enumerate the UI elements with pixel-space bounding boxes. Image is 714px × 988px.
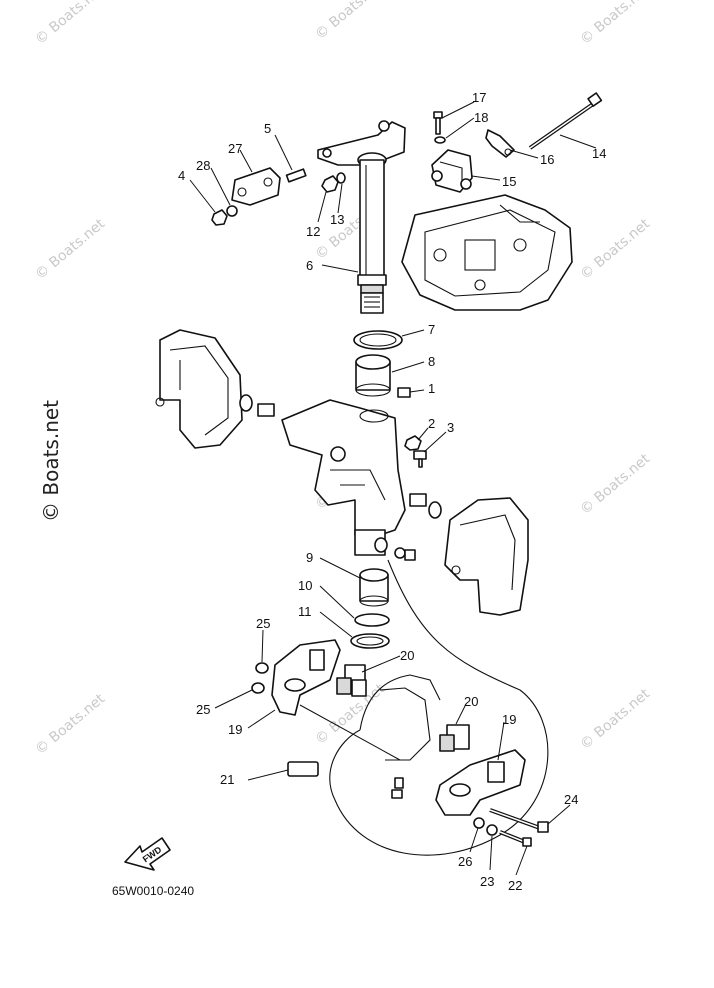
callout-15: 15: [502, 174, 516, 189]
callout-19-right: 19: [502, 712, 516, 727]
o-ring-10: [354, 613, 390, 627]
callout-5: 5: [264, 121, 271, 136]
bushing-8: [355, 354, 391, 397]
diagram-code: 65W0010-0240: [112, 884, 194, 898]
bolt-24: [489, 808, 549, 833]
nut-2: [404, 435, 422, 451]
callout-20-left: 20: [400, 648, 414, 663]
watermarks: © Boats.net © Boats.net © Boats.net © Bo…: [32, 0, 653, 758]
watermark-text: © Boats.net: [32, 0, 108, 48]
stud-bolt-5: [285, 168, 307, 183]
clip-16: [485, 129, 515, 158]
washer-13: [336, 172, 346, 184]
callout-12: 12: [306, 224, 320, 239]
bushing-left: [257, 403, 275, 417]
long-bolt-14: [528, 92, 603, 150]
watermark-text: © Boats.net: [577, 686, 653, 753]
washer-23: [486, 824, 498, 836]
clamp-bracket-right: [444, 497, 529, 616]
callout-14: 14: [592, 146, 606, 161]
bottom-cowling-plate: [401, 194, 573, 311]
callout-28: 28: [196, 158, 210, 173]
bushing-25-bottom: [251, 682, 265, 694]
washer-26: [473, 817, 485, 829]
watermark-text: © Boats.net: [312, 0, 388, 43]
mount-19-left: [271, 639, 341, 716]
callout-6: 6: [306, 258, 313, 273]
small-bolt: [394, 777, 404, 789]
watermark-text: © Boats.net: [32, 216, 108, 283]
callout-22: 22: [508, 878, 522, 893]
bracket-15: [431, 149, 473, 193]
bolt-3: [413, 450, 427, 468]
callout-13: 13: [330, 212, 344, 227]
nut-4: [211, 209, 228, 226]
bolt-22: [499, 830, 532, 847]
clamp-bracket-left: [155, 329, 243, 449]
callout-27: 27: [228, 141, 242, 156]
callout-11: 11: [298, 604, 312, 619]
damper-20-left: [336, 664, 367, 697]
callout-17: 17: [472, 90, 486, 105]
callout-4: 4: [178, 168, 185, 183]
plate-1: [397, 387, 411, 398]
watermark-text: © Boats.net: [577, 451, 653, 518]
callout-25-top: 25: [256, 616, 270, 631]
bushing-9: [359, 568, 389, 607]
callouts: 17 18 14 16 15 5 27 28 4 12 13 6 7 8 1 2…: [178, 90, 606, 893]
callout-16: 16: [540, 152, 554, 167]
damper-20-right: [439, 724, 470, 752]
nut-12: [321, 175, 339, 193]
callout-8: 8: [428, 354, 435, 369]
callout-10: 10: [298, 578, 312, 593]
watermark-text: © Boats.net: [32, 691, 108, 758]
watermark-text: © Boats.net: [577, 0, 653, 48]
bolt-17: [433, 111, 443, 135]
bushing-right: [409, 493, 427, 507]
callout-21: 21: [220, 772, 234, 787]
bracket-27: [231, 167, 281, 206]
seal-11: [350, 633, 390, 649]
lower-mount-outline: [329, 559, 549, 856]
callout-1: 1: [428, 381, 435, 396]
callout-25-bottom: 25: [196, 702, 210, 717]
callout-20-right: 20: [464, 694, 478, 709]
mount-support-21: [287, 761, 319, 777]
watermark-side-text: © Boats.net: [39, 400, 63, 522]
bushing-25-top: [255, 662, 269, 674]
callout-7: 7: [428, 322, 435, 337]
callout-26: 26: [458, 854, 472, 869]
callout-19-left: 19: [228, 722, 242, 737]
washer-18: [434, 136, 446, 144]
callout-3: 3: [447, 420, 454, 435]
callout-24: 24: [564, 792, 578, 807]
washer-left: [239, 394, 253, 412]
callout-23: 23: [480, 874, 494, 889]
washer-right: [428, 501, 442, 519]
fwd-arrow-icon: FWD: [124, 837, 171, 871]
watermark-text: © Boats.net: [577, 216, 653, 283]
mount-19-right: [435, 749, 526, 816]
steering-arm-shaft-6: [317, 120, 406, 314]
swivel-bracket: [281, 399, 406, 556]
callout-2: 2: [428, 416, 435, 431]
leader-lines: [189, 101, 597, 876]
callout-18: 18: [474, 110, 488, 125]
washer-28: [226, 205, 238, 217]
callout-9: 9: [306, 550, 313, 565]
